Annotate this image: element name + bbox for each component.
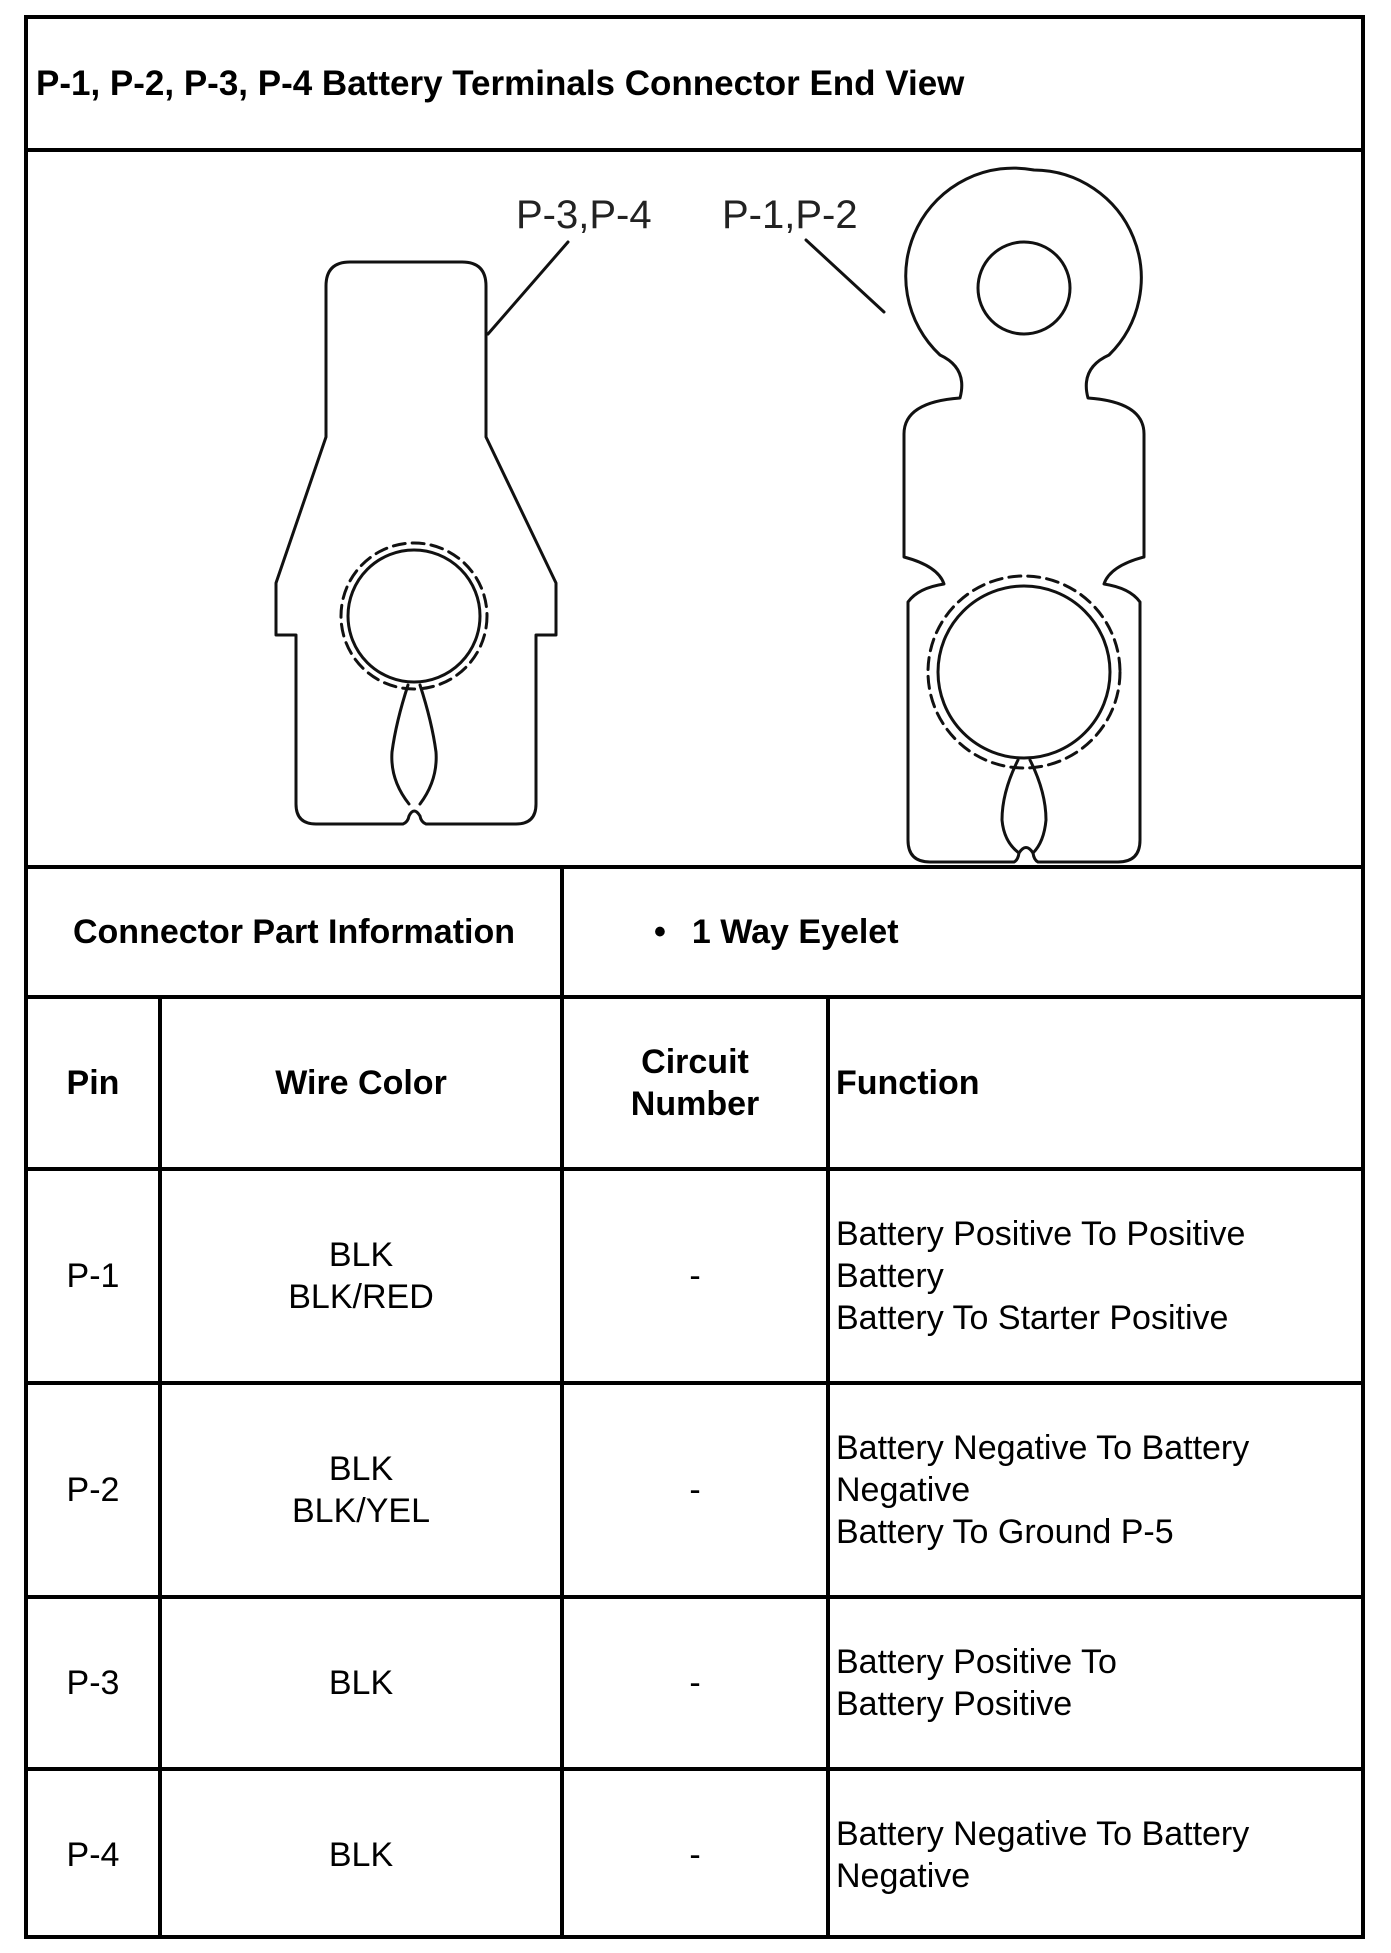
function-line: Battery bbox=[836, 1257, 944, 1295]
function-cell: Battery Negative To Battery Negative bbox=[830, 1771, 1361, 1939]
table-header-row: Pin Wire Color Circuit Number Function bbox=[28, 999, 1361, 1171]
function-cell: Battery Positive To Positive Battery Bat… bbox=[830, 1171, 1361, 1381]
table-row: P-2 BLK BLK/YEL - Battery Negative To Ba… bbox=[28, 1385, 1361, 1599]
connector-part-info-label: Connector Part Information bbox=[28, 869, 564, 995]
wire-color: BLK bbox=[328, 1836, 394, 1874]
function-line: Negative bbox=[836, 1857, 971, 1895]
ring-terminal-right-eyelet bbox=[976, 240, 1072, 336]
connector-end-view-diagram: P-3,P-4 P-1,P-2 bbox=[28, 152, 1361, 869]
connector-part-info-value: • 1 Way Eyelet bbox=[564, 869, 1361, 995]
ring-terminal-left-barrel bbox=[346, 548, 482, 684]
function-line: Battery To Starter Positive bbox=[836, 1299, 1229, 1337]
header-pin: Pin bbox=[28, 999, 162, 1167]
connector-type: 1 Way Eyelet bbox=[691, 912, 899, 951]
ring-terminal-right-outline bbox=[902, 166, 1146, 864]
function-line: Battery Negative To Battery bbox=[836, 1815, 1250, 1853]
wire-color: BLK bbox=[328, 1450, 394, 1488]
header-circuit-number: Circuit Number bbox=[564, 999, 830, 1167]
pin-cell: P-4 bbox=[28, 1771, 162, 1939]
terminal-drawing: P-3,P-4 P-1,P-2 bbox=[274, 166, 1146, 864]
wire-color: BLK bbox=[328, 1236, 394, 1274]
header-function: Function bbox=[836, 1064, 980, 1102]
table-row: P-1 BLK BLK/RED - Battery Positive To Po… bbox=[28, 1171, 1361, 1385]
header-circuit-line2: Number bbox=[630, 1085, 760, 1123]
table-row: P-3 BLK - Battery Positive To Battery Po… bbox=[28, 1599, 1361, 1771]
function-line: Battery Negative To Battery bbox=[836, 1429, 1250, 1467]
callout-p1-p2: P-1,P-2 bbox=[722, 193, 858, 237]
pin-cell: P-1 bbox=[28, 1171, 162, 1381]
function-line: Negative bbox=[836, 1471, 971, 1509]
function-cell: Battery Positive To Battery Positive bbox=[830, 1599, 1361, 1767]
page-title: P-1, P-2, P-3, P-4 Battery Terminals Con… bbox=[36, 63, 965, 103]
wire-color-cell: BLK BLK/YEL bbox=[162, 1385, 564, 1595]
bullet: • bbox=[654, 912, 666, 951]
connector-sheet: P-1, P-2, P-3, P-4 Battery Terminals Con… bbox=[24, 15, 1365, 1939]
function-cell: Battery Negative To Battery Negative Bat… bbox=[830, 1385, 1361, 1595]
ring-terminal-left-outline bbox=[274, 260, 558, 826]
wire-color-cell: BLK bbox=[162, 1599, 564, 1767]
header-wire-color: Wire Color bbox=[162, 999, 564, 1167]
leader-line-p1-p2 bbox=[804, 238, 886, 314]
function-line: Battery Positive To Positive bbox=[836, 1215, 1246, 1253]
function-line: Battery Positive bbox=[836, 1685, 1073, 1723]
title-row: P-1, P-2, P-3, P-4 Battery Terminals Con… bbox=[28, 19, 1361, 152]
circuit-cell: - bbox=[564, 1171, 830, 1381]
wire-color: BLK/YEL bbox=[292, 1492, 430, 1530]
header-circuit-line1: Circuit bbox=[641, 1043, 749, 1081]
ring-terminal-left-slot bbox=[390, 683, 438, 806]
circuit-cell: - bbox=[564, 1599, 830, 1767]
wire-color: BLK bbox=[328, 1664, 394, 1702]
ring-terminal-right-barrel bbox=[936, 584, 1112, 760]
table-row: P-4 BLK - Battery Negative To Battery Ne… bbox=[28, 1771, 1361, 1939]
circuit-cell: - bbox=[564, 1771, 830, 1939]
function-line: Battery Positive To bbox=[836, 1643, 1117, 1681]
callout-p3-p4: P-3,P-4 bbox=[516, 193, 652, 237]
pin-cell: P-2 bbox=[28, 1385, 162, 1595]
function-line: Battery To Ground P-5 bbox=[836, 1513, 1174, 1551]
ring-terminal-right-slot bbox=[1000, 758, 1048, 855]
leader-line-p3-p4 bbox=[486, 240, 570, 336]
wire-color-cell: BLK bbox=[162, 1771, 564, 1939]
circuit-cell: - bbox=[564, 1385, 830, 1595]
wire-color: BLK/RED bbox=[288, 1278, 434, 1316]
pin-cell: P-3 bbox=[28, 1599, 162, 1767]
wire-color-cell: BLK BLK/RED bbox=[162, 1171, 564, 1381]
connector-part-info-row: Connector Part Information • 1 Way Eyele… bbox=[28, 869, 1361, 999]
